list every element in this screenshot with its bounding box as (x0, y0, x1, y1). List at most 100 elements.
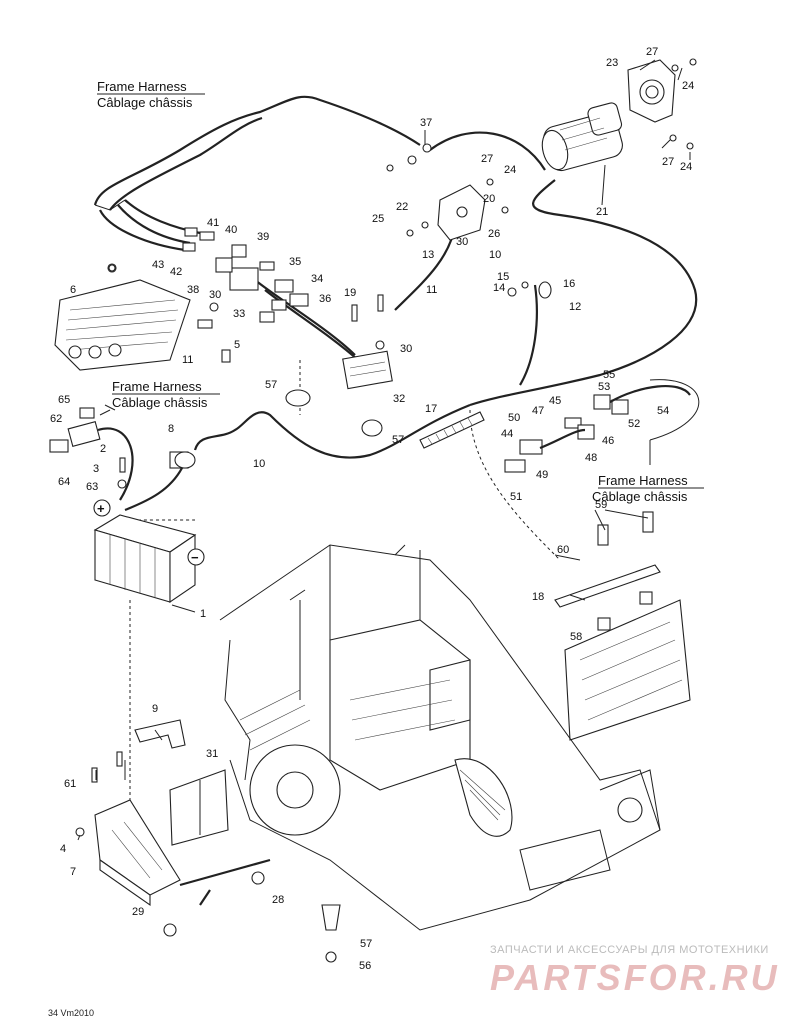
callout-27c: 27 (662, 156, 674, 168)
callout-16: 16 (563, 278, 575, 290)
harness-label-left: Frame Harness Câblage châssis (112, 379, 220, 410)
callout-25: 25 (372, 213, 384, 225)
callout-30c: 30 (400, 343, 412, 355)
callout-45: 45 (549, 395, 561, 407)
callout-27a: 27 (646, 46, 658, 58)
callout-26: 26 (488, 228, 500, 240)
callout-6: 6 (70, 284, 76, 296)
callout-15: 15 (497, 271, 509, 283)
callout-24c: 24 (680, 161, 692, 173)
callout-56: 56 (359, 960, 371, 972)
callout-23: 23 (606, 57, 618, 69)
callout-22: 22 (396, 201, 408, 213)
callout-10b: 10 (253, 458, 265, 470)
callout-35: 35 (289, 256, 301, 268)
callout-50: 50 (508, 412, 520, 424)
callout-29: 29 (132, 906, 144, 918)
callout-30b: 30 (209, 289, 221, 301)
callout-leaders (77, 59, 691, 841)
callout-13: 13 (422, 249, 434, 261)
callout-38: 38 (187, 284, 199, 296)
callout-57c: 57 (360, 938, 372, 950)
callout-61: 61 (64, 778, 76, 790)
callout-3: 3 (93, 463, 99, 475)
minus-terminal-label: − (191, 550, 199, 565)
callout-52: 52 (628, 418, 640, 430)
callout-21: 21 (596, 206, 608, 218)
callout-60b: 60 (558, 544, 570, 556)
callout-44: 44 (501, 428, 513, 440)
callout-36: 36 (319, 293, 331, 305)
callout-10: 10 (489, 249, 501, 261)
callout-40: 40 (225, 224, 237, 236)
harness-label-right: Frame Harness Câblage châssis (592, 473, 704, 504)
callout-8: 8 (168, 423, 174, 435)
callout-31: 31 (206, 748, 218, 760)
grille-panel (54, 263, 191, 371)
callout-4: 4 (60, 843, 66, 855)
callout-55: 55 (603, 369, 615, 381)
callout-54: 54 (657, 405, 669, 417)
callout-9: 9 (152, 703, 158, 715)
callout-34: 34 (311, 273, 323, 285)
callout-43: 43 (152, 259, 164, 271)
callout-49: 49 (536, 469, 548, 481)
callout-24a: 24 (682, 80, 694, 92)
callout-5: 5 (234, 339, 240, 351)
watermark-subtitle: ЗАПЧАСТИ И АКСЕССУАРЫ ДЛЯ МОТОТЕХНИКИ (490, 944, 769, 956)
callout-53: 53 (598, 381, 610, 393)
connector-cluster (182, 227, 309, 323)
callout-18: 18 (532, 591, 544, 603)
starter-motor (541, 102, 623, 172)
callout-30a: 30 (456, 236, 468, 248)
callout-1: 1 (200, 608, 206, 620)
callout-14: 14 (493, 282, 505, 294)
starter-bracket (627, 59, 676, 123)
sensor-connectors (504, 384, 691, 473)
callout-24b: 24 (504, 164, 516, 176)
harness-label-en: Frame Harness (598, 473, 688, 488)
vehicle-frame (219, 544, 661, 931)
harness-label-en: Frame Harness (97, 79, 187, 94)
callout-20: 20 (483, 193, 495, 205)
harness-label-en: Frame Harness (112, 379, 202, 394)
watermark-logo: PARTSFOR.RU (490, 957, 780, 998)
callout-51: 51 (510, 491, 522, 503)
drawing-code: 34 Vm2010 (48, 1008, 94, 1018)
callout-60: 60 (557, 544, 569, 556)
fasteners (75, 58, 697, 963)
callout-42: 42 (170, 266, 182, 278)
callout-46: 46 (602, 435, 614, 447)
callout-7: 7 (70, 866, 76, 878)
callout-65: 65 (58, 394, 70, 406)
callout-19: 19 (344, 287, 356, 299)
callout-62: 62 (50, 413, 62, 425)
harness-label-top: Frame Harness Câblage châssis (97, 79, 205, 110)
callout-27b: 27 (481, 153, 493, 165)
callout-33: 33 (233, 308, 245, 320)
solenoid-parts (215, 184, 486, 390)
callout-32: 32 (393, 393, 405, 405)
battery (93, 499, 205, 604)
callout-39: 39 (257, 231, 269, 243)
callout-48: 48 (585, 452, 597, 464)
callout-17: 17 (425, 403, 437, 415)
plus-terminal-label: + (97, 501, 105, 516)
wire-sleeve (285, 389, 485, 449)
callout-28: 28 (272, 894, 284, 906)
callout-37: 37 (420, 117, 432, 129)
callout-11b: 11 (182, 354, 193, 366)
callout-2: 2 (100, 443, 106, 455)
callout-59: 59 (595, 499, 607, 511)
callout-63: 63 (86, 481, 98, 493)
callout-11: 11 (426, 284, 437, 296)
callout-58: 58 (570, 631, 582, 643)
callout-12: 12 (569, 301, 581, 313)
harness-label-fr: Câblage châssis (592, 489, 688, 504)
battery-tray (94, 719, 271, 907)
callout-64: 64 (58, 476, 70, 488)
callout-41: 41 (207, 217, 219, 229)
callout-numbers: 1 2 3 4 5 6 7 8 9 10 10 11 11 12 13 14 1… (50, 46, 694, 972)
callout-57: 57 (265, 379, 277, 391)
